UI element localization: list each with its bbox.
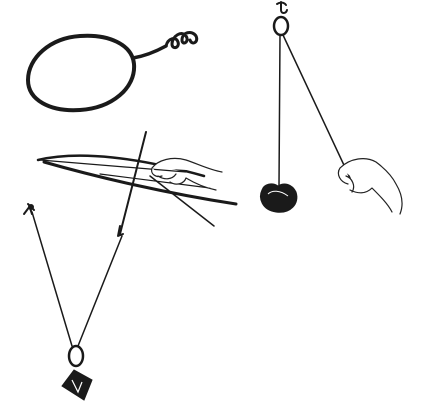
wire-loop-stem [133,46,166,58]
pin-head [29,205,34,210]
wire-loop-figure [28,33,197,111]
wire-loop-ring [28,36,134,110]
hanging-weight [62,370,92,400]
string-loop-figure [24,204,122,400]
wire-loop-curl [166,33,197,48]
pendulum-pull-string [283,35,350,178]
loop-ring [69,346,83,366]
loop-string-right [78,236,122,346]
pendulum-hand [338,159,402,214]
pendulum-string [279,35,280,186]
pendulum-bob [261,184,297,212]
pendulum-ring [274,17,288,35]
pendulum-figure [261,2,403,214]
bow-cross-stick [150,176,214,226]
bow-drill-figure [38,132,236,236]
loop-string-left [32,212,72,346]
